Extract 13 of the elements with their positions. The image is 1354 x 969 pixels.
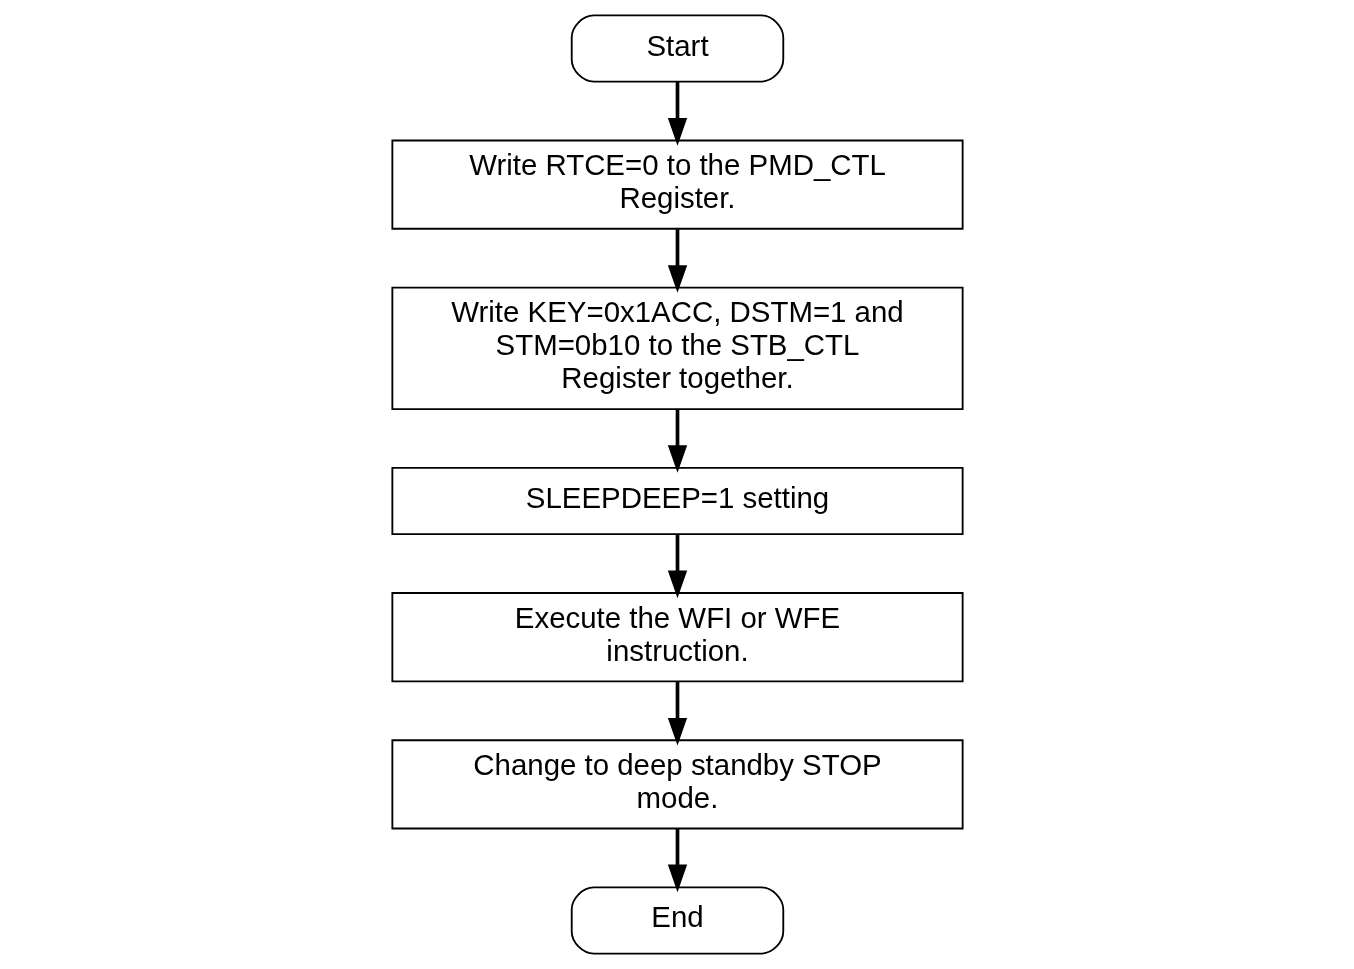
node-box: Change to deep standby STOP mode. (390, 739, 964, 830)
node-box: Write RTCE=0 to the PMD_CTL Register. (390, 139, 964, 230)
node-box: SLEEPDEEP=1 setting (390, 467, 964, 536)
arrow (667, 229, 687, 293)
arrow (667, 409, 687, 473)
node-box: End (570, 886, 784, 955)
node-box: Write KEY=0x1ACC, DSTM=1 and STM=0b10 to the STB_CTL Register together. (390, 286, 964, 410)
arrow (667, 682, 687, 746)
node-box: Execute the WFI or WFE instruction. (390, 592, 964, 683)
arrow (667, 534, 687, 599)
arrow (667, 81, 687, 146)
arrow (667, 828, 687, 893)
node-box: Start (570, 14, 784, 83)
